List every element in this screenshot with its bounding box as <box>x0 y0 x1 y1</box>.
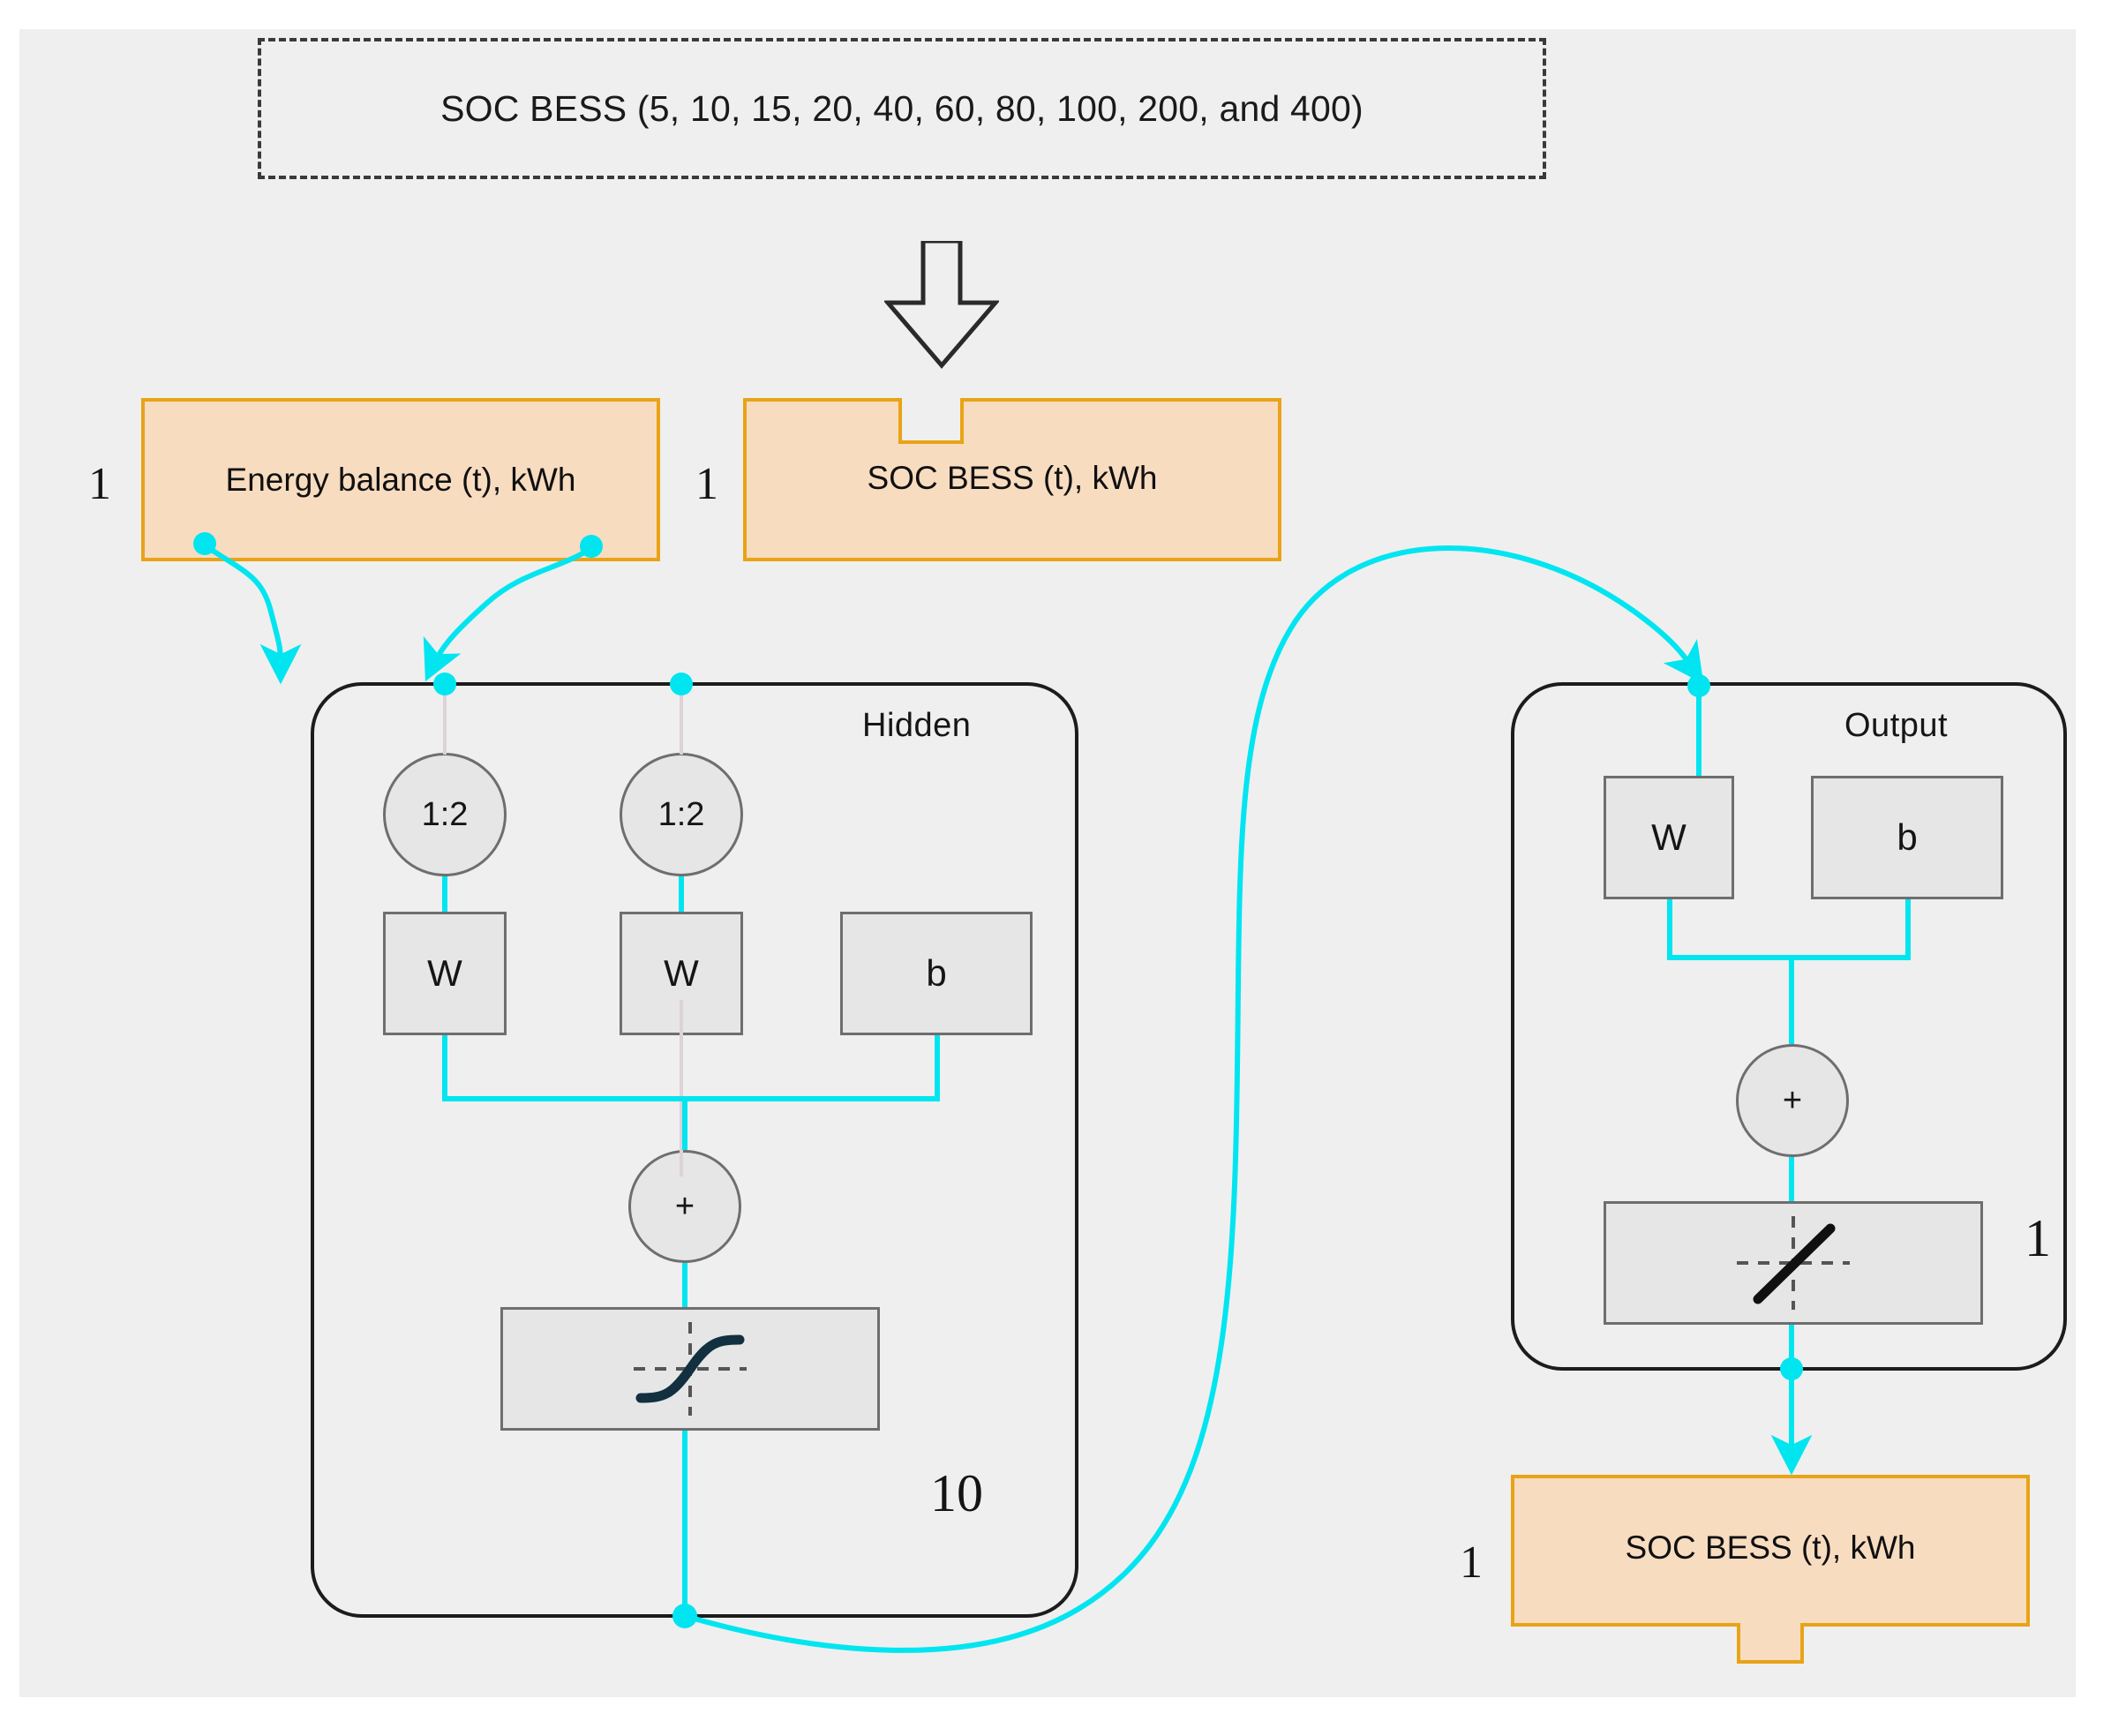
bias-label-hidden: b <box>926 952 947 994</box>
multiplicity-soc-bess-output: 1 <box>1460 1537 1483 1588</box>
sum-block-output[interactable]: + <box>1736 1044 1849 1157</box>
sum-label-hidden: + <box>674 1187 695 1225</box>
weight-block-hidden-2[interactable]: W <box>620 912 743 1035</box>
input-label-energy-balance: Energy balance (t), kWh <box>225 461 576 498</box>
source-note-label: SOC BESS (5, 10, 15, 20, 40, 60, 80, 100… <box>440 87 1364 129</box>
output-label-soc-bess: SOC BESS (t), kWh <box>1625 1529 1916 1566</box>
tapped-delay-label-1: 1:2 <box>421 795 469 833</box>
multiplicity-soc-bess-input: 1 <box>695 459 718 509</box>
weight-label-hidden-2: W <box>664 952 699 994</box>
bias-block-hidden[interactable]: b <box>840 912 1033 1035</box>
layer-title-hidden: Hidden <box>862 707 972 744</box>
tapped-delay-line-1[interactable]: 1:2 <box>383 753 507 876</box>
input-block-energy-balance[interactable]: Energy balance (t), kWh <box>141 398 660 561</box>
weight-block-hidden-1[interactable]: W <box>383 912 507 1035</box>
sum-label-output: + <box>1782 1081 1803 1119</box>
tapped-delay-line-2[interactable]: 1:2 <box>620 753 743 876</box>
tapped-delay-label-2: 1:2 <box>657 795 705 833</box>
bias-label-output: b <box>1897 816 1918 858</box>
multiplicity-energy-balance: 1 <box>88 459 111 509</box>
tansig-activation-icon[interactable] <box>500 1307 880 1431</box>
input-label-soc-bess: SOC BESS (t), kWh <box>867 460 1158 496</box>
diagram-canvas: SOC BESS (5, 10, 15, 20, 40, 60, 80, 100… <box>19 29 2076 1697</box>
block-arrow-down-icon <box>883 238 1001 369</box>
layer-title-output: Output <box>1844 707 1949 744</box>
source-note-box: SOC BESS (5, 10, 15, 20, 40, 60, 80, 100… <box>258 38 1546 179</box>
output-block-soc-bess[interactable]: SOC BESS (t), kWh <box>1511 1475 2030 1665</box>
multiplicity-output: 1 <box>2025 1209 2051 1267</box>
weight-label-output: W <box>1651 816 1687 858</box>
bias-block-output[interactable]: b <box>1811 776 2003 899</box>
weight-label-hidden-1: W <box>427 952 462 994</box>
input-block-soc-bess[interactable]: SOC BESS (t), kWh <box>743 398 1281 561</box>
weight-block-output[interactable]: W <box>1604 776 1734 899</box>
sum-block-hidden[interactable]: + <box>628 1150 741 1263</box>
purelin-activation-icon[interactable] <box>1604 1201 1983 1325</box>
multiplicity-hidden: 10 <box>930 1464 983 1522</box>
